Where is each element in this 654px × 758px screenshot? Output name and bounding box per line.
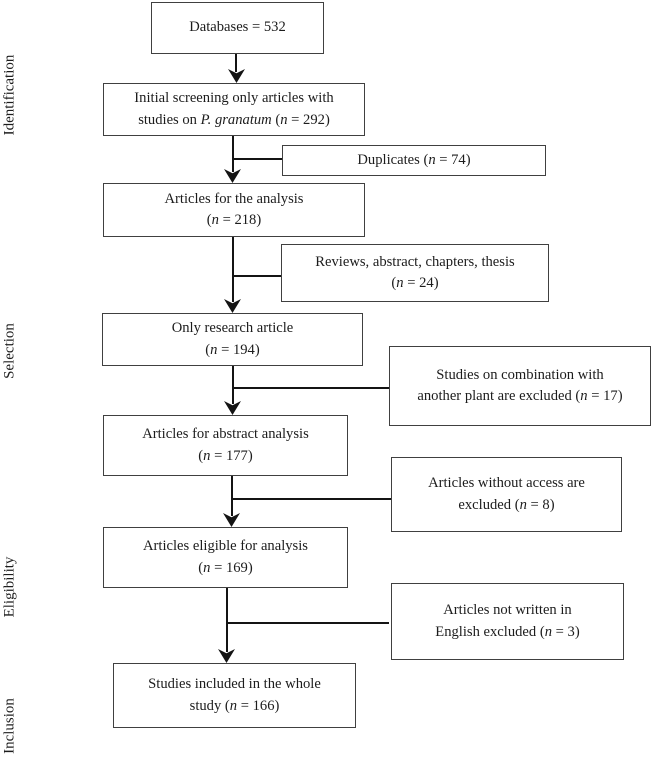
box-text-line: Articles for the analysis — [164, 190, 304, 207]
box-text-line: Articles eligible for analysis — [143, 538, 308, 555]
box-text-line: Studies on combination with — [436, 366, 604, 383]
side-box-no-access-excluded: Articles without access are excluded (n =… — [391, 457, 622, 532]
connector-line-horizontal — [233, 387, 389, 389]
connector-line-vertical — [235, 54, 237, 72]
flow-box-databases: Databases = 532 — [151, 2, 324, 54]
box-text-line: Reviews, abstract, chapters, thesis — [315, 253, 515, 270]
flow-box-initial-screening: Initial screening only articles with stud… — [103, 83, 365, 136]
connector-line-horizontal — [233, 275, 281, 277]
connector-line-vertical — [232, 366, 234, 404]
connector-line-vertical — [231, 476, 233, 516]
side-box-reviews-abstract-chapters-thesis: Reviews, abstract, chapters, thesis (n = … — [281, 244, 549, 302]
connector-line-vertical — [232, 136, 234, 172]
flow-box-only-research-article: Only research article (n = 194) — [102, 313, 363, 366]
side-box-duplicates: Duplicates (n = 74) — [282, 145, 546, 176]
box-text-line: Studies included in the whole — [148, 676, 321, 693]
stage-label-selection: Selection — [1, 323, 18, 379]
box-text-line: Databases = 532 — [189, 19, 286, 36]
box-text-line: (n = 177) — [198, 447, 253, 464]
box-text-line: another plant are excluded (n = 17) — [417, 388, 623, 404]
stage-label-eligibility: Eligibility — [1, 556, 18, 618]
stage-label-inclusion: Inclusion — [1, 698, 18, 754]
box-text-line: Articles without access are — [428, 475, 585, 492]
flow-box-articles-for-analysis: Articles for the analysis (n = 218) — [103, 183, 365, 237]
box-text-line: excluded (n = 8) — [458, 496, 555, 513]
stage-label-identification: Identification — [1, 54, 18, 136]
box-text-line: English excluded (n = 3) — [435, 623, 580, 640]
flow-box-articles-for-abstract-analysis: Articles for abstract analysis (n = 177) — [103, 415, 348, 476]
box-text-line: (n = 169) — [198, 559, 253, 576]
connector-line-horizontal — [233, 158, 282, 160]
box-text-line: Initial screening only articles with — [134, 90, 334, 107]
box-text-line: Articles for abstract analysis — [142, 426, 309, 443]
connector-line-vertical — [232, 237, 234, 302]
box-text-line: Only research article — [171, 320, 294, 337]
flow-box-articles-eligible-for-analysis: Articles eligible for analysis (n = 169) — [103, 527, 348, 588]
side-box-combination-studies-excluded: Studies on combination with another plant… — [389, 346, 651, 426]
box-text-line: (n = 24) — [391, 275, 439, 291]
box-text-line: studies on P. granatum (n = 292) — [138, 111, 330, 128]
box-text-line: Duplicates (n = 74) — [357, 151, 471, 168]
connector-line-vertical — [226, 588, 228, 652]
box-text-line: study (n = 166) — [189, 697, 280, 714]
flow-box-studies-included: Studies included in the whole study (n = … — [113, 663, 356, 728]
box-text-line: Articles not written in — [443, 602, 572, 619]
box-text-line: (n = 218) — [206, 212, 262, 228]
connector-line-horizontal — [227, 622, 389, 624]
connector-line-horizontal — [232, 498, 391, 500]
side-box-non-english-excluded: Articles not written in English excluded … — [391, 583, 624, 660]
box-text-line: (n = 194) — [205, 341, 260, 358]
